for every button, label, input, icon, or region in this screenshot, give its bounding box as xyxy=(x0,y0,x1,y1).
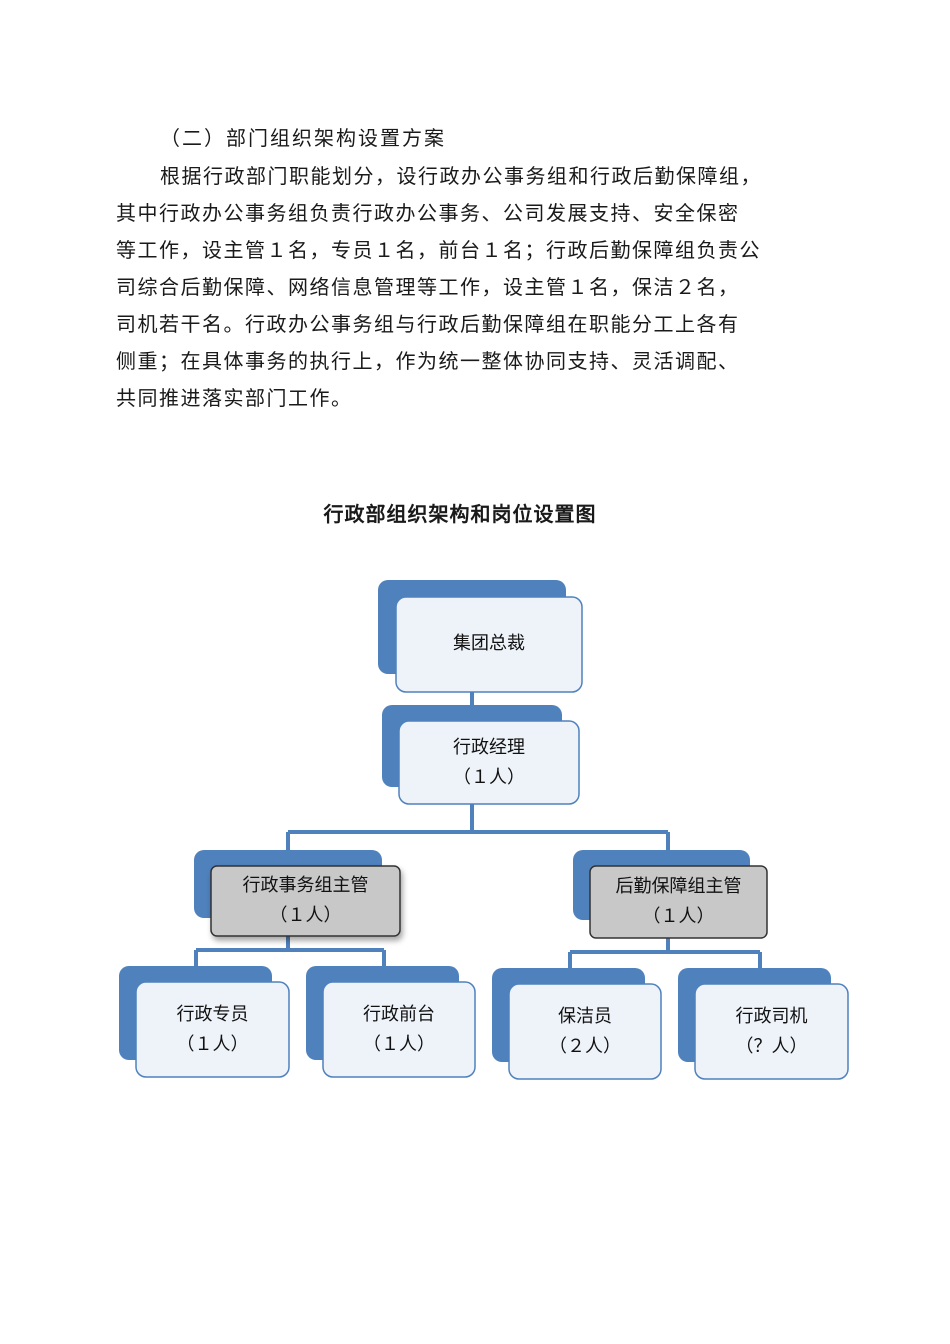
paragraph-line: 共同推进落实部门工作。 xyxy=(116,386,353,410)
node-manager-label: 行政经理 （１人） xyxy=(399,733,579,793)
paragraph-line: 等工作，设主管１名，专员１名，前台１名；行政后勤保障组负责公 xyxy=(116,238,761,262)
paragraph-line: 侧重；在具体事务的执行上，作为统一整体协同支持、灵活调配、 xyxy=(116,349,740,373)
node-cleaner-count: （２人） xyxy=(549,1036,621,1057)
node-logistics-supervisor xyxy=(573,850,768,939)
node-specialist xyxy=(119,966,290,1078)
node-logistics-supervisor-label: 后勤保障组主管 （１人） xyxy=(590,872,767,932)
node-reception-count: （１人） xyxy=(363,1034,435,1055)
section-heading: （二）部门组织架构设置方案 xyxy=(160,126,446,150)
paragraph-line: 司综合后勤保障、网络信息管理等工作，设主管１名，保洁２名， xyxy=(116,275,740,299)
node-ceo-label: 集团总裁 xyxy=(396,629,582,659)
node-ceo xyxy=(378,580,583,693)
node-reception-title: 行政前台 xyxy=(363,1004,435,1025)
node-reception-front xyxy=(322,981,476,1078)
node-cleaner xyxy=(492,968,662,1080)
node-reception xyxy=(306,966,476,1078)
paragraph-line: 司机若干名。行政办公事务组与行政后勤保障组在职能分工上各有 xyxy=(116,312,740,336)
node-manager-title: 行政经理 xyxy=(453,737,525,758)
node-affairs-supervisor-count: （１人） xyxy=(269,905,342,926)
node-ceo-title: 集团总裁 xyxy=(453,633,525,654)
node-specialist-title: 行政专员 xyxy=(176,1004,249,1025)
node-cleaner-title: 保洁员 xyxy=(558,1006,612,1027)
node-driver-label: 行政司机 （？人） xyxy=(695,1002,848,1062)
node-specialist-count: （１人） xyxy=(176,1034,249,1055)
node-logistics-supervisor-count: （１人） xyxy=(642,906,715,927)
node-affairs-supervisor-title: 行政事务组主管 xyxy=(242,875,369,896)
node-specialist-front xyxy=(135,981,290,1078)
node-affairs-supervisor-label: 行政事务组主管 （１人） xyxy=(211,871,400,931)
node-logistics-supervisor-title: 后勤保障组主管 xyxy=(615,876,742,897)
node-manager-count: （１人） xyxy=(453,767,525,788)
node-logistics-supervisor-front xyxy=(589,865,768,939)
node-specialist-label: 行政专员 （１人） xyxy=(136,1000,289,1060)
node-driver-count: （？人） xyxy=(735,1036,808,1057)
node-driver-title: 行政司机 xyxy=(735,1006,808,1027)
paragraph-line: 根据行政部门职能划分，设行政办公事务组和行政后勤保障组， xyxy=(160,164,762,188)
paragraph-line: 其中行政办公事务组负责行政办公事务、公司发展支持、安全保密 xyxy=(116,201,740,225)
node-manager-front xyxy=(398,720,580,805)
node-manager xyxy=(382,705,580,805)
node-cleaner-label: 保洁员 （２人） xyxy=(509,1002,661,1062)
node-affairs-supervisor-front xyxy=(210,865,401,937)
node-affairs-supervisor xyxy=(194,850,401,937)
node-ceo-front xyxy=(395,596,583,693)
connectors xyxy=(194,692,762,968)
node-reception-label: 行政前台 （１人） xyxy=(323,1000,475,1060)
node-driver xyxy=(678,968,849,1080)
org-chart-title: 行政部组织架构和岗位设置图 xyxy=(323,502,597,526)
node-driver-front xyxy=(694,983,849,1080)
body-paragraph: 根据行政部门职能划分，设行政办公事务组和行政后勤保障组， 其中行政办公事务组负责… xyxy=(116,158,816,417)
node-cleaner-front xyxy=(508,983,662,1080)
